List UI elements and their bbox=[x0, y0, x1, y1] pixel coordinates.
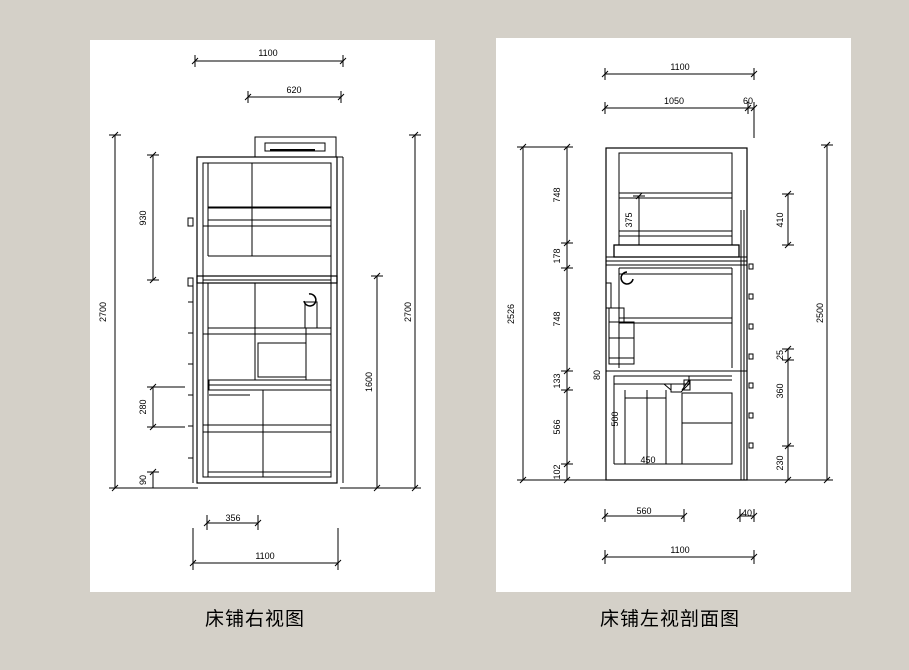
dim-step-small: 25 bbox=[775, 350, 785, 360]
right-view-drawing-panel: 1100 620 2700 930 280 90 2700 1600 356 1… bbox=[90, 40, 435, 592]
dim-step: 360 bbox=[775, 383, 785, 398]
left-section-caption: 床铺左视剖面图 bbox=[600, 608, 741, 630]
left-section-drawing: 1100 1050 60 2526 748 375 178 748 133 80… bbox=[506, 62, 833, 564]
dim-bottom-inner: 356 bbox=[225, 513, 240, 523]
dim-rail: 410 bbox=[775, 212, 785, 227]
dim-desk-small: 80 bbox=[592, 370, 602, 380]
dim-total-height-right: 2500 bbox=[815, 303, 825, 323]
dim-total-height-left: 2700 bbox=[98, 302, 108, 322]
dim-bottom-width: 1100 bbox=[670, 545, 689, 555]
dim-seg-shelf: 375 bbox=[624, 212, 634, 227]
dim-lower-height: 1600 bbox=[364, 372, 374, 392]
dim-seg-upper: 748 bbox=[552, 187, 562, 202]
dim-bottom-inner: 560 bbox=[636, 506, 651, 516]
dim-step-bottom: 230 bbox=[775, 455, 785, 470]
dim-inner-width: 1050 bbox=[664, 96, 684, 106]
dim-seg-middle: 748 bbox=[552, 311, 562, 326]
dim-base: 102 bbox=[552, 464, 562, 479]
dim-seg-desk: 133 bbox=[552, 373, 562, 388]
dim-bottom-width: 1100 bbox=[255, 551, 274, 561]
dim-base: 90 bbox=[138, 475, 148, 485]
dim-chair-width: 450 bbox=[640, 455, 655, 465]
right-view-caption: 床铺右视图 bbox=[205, 608, 306, 630]
dim-top-inner: 620 bbox=[286, 85, 301, 95]
dim-ladder-step: 280 bbox=[138, 399, 148, 414]
dim-seg-bed: 178 bbox=[552, 248, 562, 263]
dim-total-height-left: 2526 bbox=[506, 304, 516, 324]
dim-chair-height: 500 bbox=[610, 411, 620, 426]
dim-bottom-small: 40 bbox=[742, 508, 752, 518]
dim-total-height-right: 2700 bbox=[403, 302, 413, 322]
dim-seg-lower: 566 bbox=[552, 419, 562, 434]
dim-side-gap: 60 bbox=[743, 96, 753, 106]
dim-top-width: 1100 bbox=[670, 62, 689, 72]
dim-upper-segment: 930 bbox=[138, 210, 148, 225]
dim-top-width: 1100 bbox=[258, 48, 277, 58]
left-section-drawing-panel: 1100 1050 60 2526 748 375 178 748 133 80… bbox=[496, 38, 851, 592]
right-view-drawing: 1100 620 2700 930 280 90 2700 1600 356 1… bbox=[98, 48, 421, 570]
